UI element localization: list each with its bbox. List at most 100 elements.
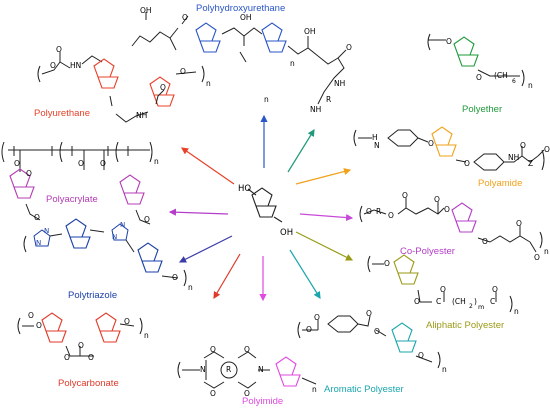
atom-label: O <box>388 211 394 220</box>
arrow-aliphatic <box>295 231 354 261</box>
atom-label: O <box>402 191 408 200</box>
atom-label: O <box>366 207 372 216</box>
arrow-copolyester <box>299 213 354 222</box>
atom-label: m <box>478 303 485 311</box>
structure-polyacrylate <box>1 141 153 225</box>
label-text: Polytriazole <box>68 290 118 301</box>
atom-label: O <box>26 169 32 178</box>
atom-label: O <box>78 159 84 168</box>
atom-label: O <box>346 43 352 52</box>
structure-polyhydroxyurethane <box>131 12 347 105</box>
atom-label: ) <box>474 297 477 306</box>
atom-label: O <box>476 73 482 82</box>
atom-label: O <box>464 159 470 168</box>
atom-label: Z <box>528 159 534 168</box>
atom-label: n <box>528 81 533 90</box>
atom-label: O <box>50 61 56 70</box>
atom-label: O <box>34 213 40 222</box>
label-text: Polyurethane <box>34 108 90 119</box>
atom-label: OH <box>304 27 316 36</box>
atom-label: O <box>124 317 130 326</box>
atom-label: O <box>160 83 166 92</box>
atom-label: NH <box>310 105 322 114</box>
atom-label: O <box>28 311 34 320</box>
atom-label: O <box>172 273 178 282</box>
structure-polyether <box>427 33 525 87</box>
atom-label: O <box>182 13 188 22</box>
label-copolyester: Co-Polyester <box>400 246 455 257</box>
atom-label: O <box>492 285 498 294</box>
atom-label: 2 <box>469 303 473 310</box>
atom-label: H <box>372 133 378 142</box>
structure-polyimide <box>177 351 317 389</box>
structure-polyurethane <box>37 52 205 123</box>
atom-label: n <box>188 283 193 292</box>
atom-label: O <box>64 353 70 362</box>
atom-label: N <box>36 239 42 247</box>
atom-label: O <box>414 297 420 306</box>
atom-label: O <box>482 237 488 246</box>
atom-label: n <box>206 79 211 88</box>
atom-label: HN <box>70 61 82 70</box>
atom-label: (CH <box>452 297 466 306</box>
atom-label: O <box>144 215 150 224</box>
reaction-arrows <box>168 114 354 302</box>
structure-polytriazole <box>23 218 187 287</box>
label-polyether: Polyether <box>462 104 502 115</box>
atom-label: n <box>154 157 159 166</box>
label-polyurethane: Polyurethane <box>34 108 90 119</box>
atom-label: N <box>200 365 206 374</box>
atom-label: NH <box>508 153 520 162</box>
atom-label: N <box>112 233 118 241</box>
structure-polycarbonate <box>17 312 143 357</box>
atom-label: O <box>56 45 62 54</box>
arrow-polycarbonate <box>213 253 241 300</box>
atom-label: O <box>366 309 372 318</box>
arrow-polyacrylate <box>168 208 229 216</box>
atom-label: n <box>442 365 447 374</box>
structure-polyamide <box>353 126 545 171</box>
atom-label: n <box>144 331 149 340</box>
atom-label: O <box>14 159 20 168</box>
atom-label: OH <box>240 13 252 22</box>
atom-label: O <box>444 205 450 214</box>
atom-label: N <box>374 141 380 150</box>
atom-label: N <box>120 221 126 229</box>
label-aliphatic: Aliphatic Polyester <box>426 320 504 331</box>
atom-label: (CH <box>494 71 508 80</box>
label-polycarbonate: Polycarbonate <box>58 378 119 389</box>
atom-label: n <box>514 307 519 316</box>
atom-label: O <box>428 139 434 148</box>
label-text: Polycarbonate <box>58 378 119 389</box>
atom-label: n <box>544 247 549 256</box>
structure-aliphatic <box>367 254 513 313</box>
atom-label: O <box>374 327 380 336</box>
atom-label: C <box>490 297 496 306</box>
structure-aromatic <box>297 315 441 369</box>
label-polyimide: Polyimide <box>242 396 283 407</box>
atom-label: 6 <box>512 78 516 85</box>
arrow-polyurethane <box>181 147 235 185</box>
atom-label: O <box>384 259 390 268</box>
atom-label: O <box>418 351 424 360</box>
label-polytriazole: Polytriazole <box>68 290 117 301</box>
atom-label: O <box>446 37 452 46</box>
arrow-polyamide <box>295 168 352 185</box>
label-aromatic: Aromatic Polyester <box>324 384 404 395</box>
atom-label: NH <box>136 111 148 120</box>
atom-label: n <box>264 95 269 104</box>
center-ho: HO <box>238 184 252 194</box>
atom-label: OH <box>140 6 152 15</box>
label-polyhydroxyurethane: Polyhydroxyurethane <box>196 3 285 14</box>
atom-label: C <box>436 297 442 306</box>
atom-label: O <box>516 219 522 228</box>
atom-label: O <box>534 253 540 262</box>
atom-label: O <box>314 313 320 322</box>
atom-label: R <box>326 95 332 104</box>
atom-label: O <box>544 145 550 154</box>
atom-label: O <box>88 353 94 362</box>
center-oh: OH <box>280 228 294 238</box>
atom-label: n <box>312 385 317 394</box>
